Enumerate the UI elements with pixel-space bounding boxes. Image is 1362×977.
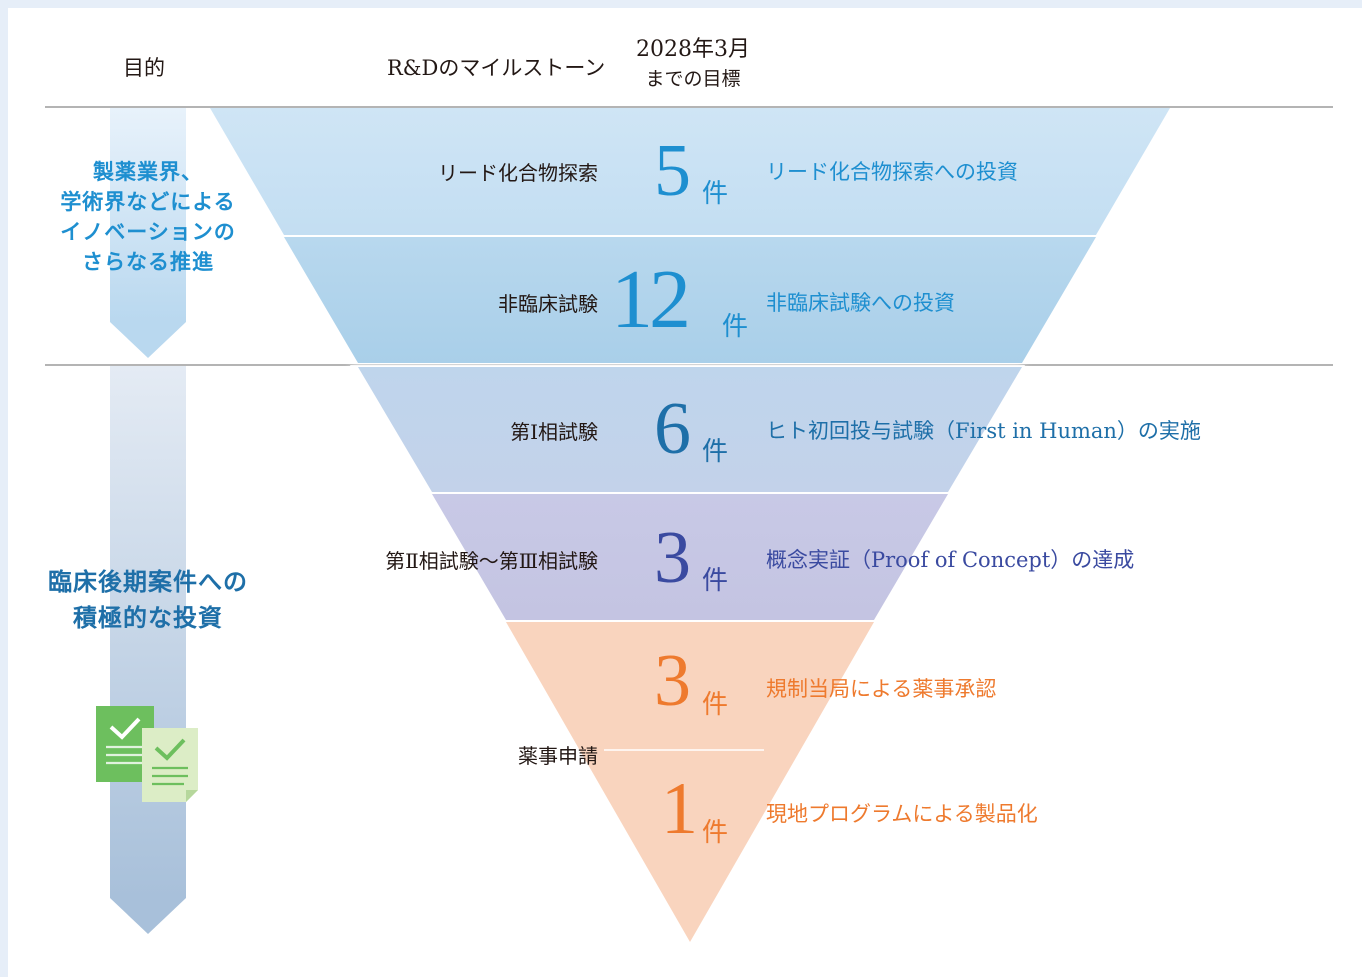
unit-phase1: 件 — [702, 437, 729, 467]
purpose-late-stage-investment: 臨床後期案件への 積極的な投資 — [28, 564, 268, 636]
band-preclinical — [284, 237, 1096, 363]
header-milestone: R&Dのマイルストーン — [387, 56, 606, 80]
purpose-innovation: 製薬業界、 学術界などによる イノベーションの さらなる推進 — [48, 157, 248, 277]
desc-preclinical: 非臨床試験への投資 — [766, 291, 955, 315]
unit-commercialization: 件 — [702, 818, 729, 848]
purpose-arrow-top — [110, 108, 186, 358]
purpose-late-stage-line: 臨床後期案件への — [48, 567, 248, 596]
milestone-lead-discovery: リード化合物探索 — [438, 161, 598, 185]
header-target-line2: までの目標 — [645, 68, 741, 90]
milestone-phase1: 第I相試験 — [510, 420, 598, 444]
band-lead-discovery — [210, 108, 1170, 235]
purpose-innovation-line: 学術界などによる — [60, 189, 236, 214]
desc-phase2-3: 概念実証（Proof of Concept）の達成 — [766, 548, 1135, 572]
band-phase2-3 — [432, 494, 948, 620]
unit-lead-discovery: 件 — [702, 179, 729, 209]
count-approval: 3 — [654, 640, 691, 722]
desc-lead-discovery: リード化合物探索への投資 — [766, 160, 1018, 184]
header-target-line1: 2028年3月 — [636, 37, 750, 62]
unit-phase2-3: 件 — [702, 566, 729, 596]
document-check-icon — [96, 706, 198, 802]
count-phase1: 6 — [654, 388, 691, 470]
desc-approval: 規制当局による薬事承認 — [766, 677, 997, 701]
purpose-late-stage-line: 積極的な投資 — [73, 603, 223, 632]
milestone-preclinical: 非臨床試験 — [498, 292, 598, 316]
header-purpose: 目的 — [123, 56, 165, 80]
band-phase1 — [358, 367, 1022, 492]
count-phase2-3: 3 — [654, 517, 691, 599]
count-lead-discovery: 5 — [654, 130, 691, 212]
count-commercialization: 1 — [661, 768, 698, 850]
purpose-innovation-line: さらなる推進 — [82, 249, 214, 274]
unit-approval: 件 — [702, 690, 729, 720]
desc-phase1: ヒト初回投与試験（First in Human）の実施 — [766, 419, 1201, 443]
count-preclinical: 12 — [611, 253, 691, 346]
unit-preclinical: 件 — [722, 312, 749, 342]
desc-commercialization: 現地プログラムによる製品化 — [766, 802, 1038, 826]
milestone-filing: 薬事申請 — [518, 744, 598, 768]
purpose-innovation-line: イノベーションの — [60, 219, 236, 244]
purpose-innovation-line: 製薬業界、 — [93, 159, 203, 184]
milestone-phase2-3: 第Ⅱ相試験〜第Ⅲ相試験 — [385, 549, 598, 573]
purpose-arrow-bottom — [110, 366, 186, 934]
band-filing — [506, 622, 874, 942]
